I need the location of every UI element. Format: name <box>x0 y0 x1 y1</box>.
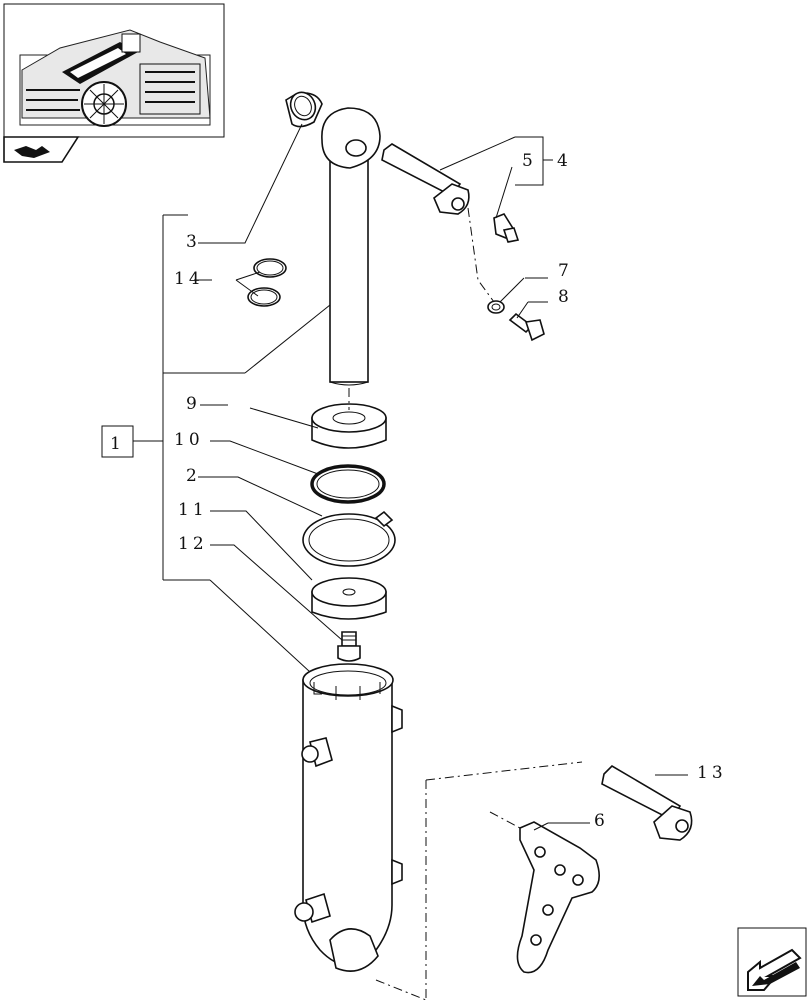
part-13-pin[interactable] <box>601 764 693 841</box>
label-10: 10 <box>174 430 204 450</box>
label-3: 3 <box>186 232 201 252</box>
part-1-box <box>101 425 134 458</box>
label-5: 5 <box>522 151 537 171</box>
part-12-valve[interactable] <box>337 631 361 662</box>
part-10-seal-ring[interactable] <box>310 464 386 504</box>
group-bracket-4 <box>439 136 553 186</box>
part-5-grease-nipple[interactable] <box>493 213 520 243</box>
label-14: 14 <box>174 269 204 289</box>
tractor-location-thumbnail-icon <box>19 29 211 127</box>
label-6: 6 <box>594 811 609 831</box>
leader-lines <box>194 123 688 831</box>
label-4: 4 <box>557 151 572 171</box>
label-2: 2 <box>186 466 201 486</box>
label-8: 8 <box>558 287 573 307</box>
group-bracket-1 <box>101 214 245 581</box>
book-arrow-icon[interactable] <box>3 136 80 163</box>
part-7-washer[interactable] <box>487 300 505 314</box>
part-5-pin[interactable] <box>381 143 470 215</box>
location-thumbnail[interactable] <box>3 3 225 163</box>
part-8-bolt[interactable] <box>508 312 545 342</box>
label-9: 9 <box>186 394 201 414</box>
assembly-lines <box>348 207 583 1000</box>
label-12: 12 <box>178 534 208 554</box>
part-6-bracket[interactable] <box>516 821 600 974</box>
part-labels: 1 2 3 4 5 6 7 8 9 10 11 12 13 14 <box>110 151 727 831</box>
cylinder-body[interactable] <box>294 663 403 972</box>
label-7: 7 <box>558 261 573 281</box>
part-2-retaining-ring[interactable] <box>302 510 396 567</box>
part-11-piston[interactable] <box>311 577 387 620</box>
label-1: 1 <box>110 434 125 454</box>
part-3-bushing[interactable] <box>285 88 323 128</box>
label-13: 13 <box>697 763 727 783</box>
part-14-snap-rings[interactable] <box>247 258 287 307</box>
part-9-guide[interactable] <box>311 403 387 449</box>
piston-rod[interactable] <box>321 107 381 386</box>
label-11: 11 <box>178 500 208 520</box>
next-page-arrow-icon[interactable] <box>737 927 807 997</box>
